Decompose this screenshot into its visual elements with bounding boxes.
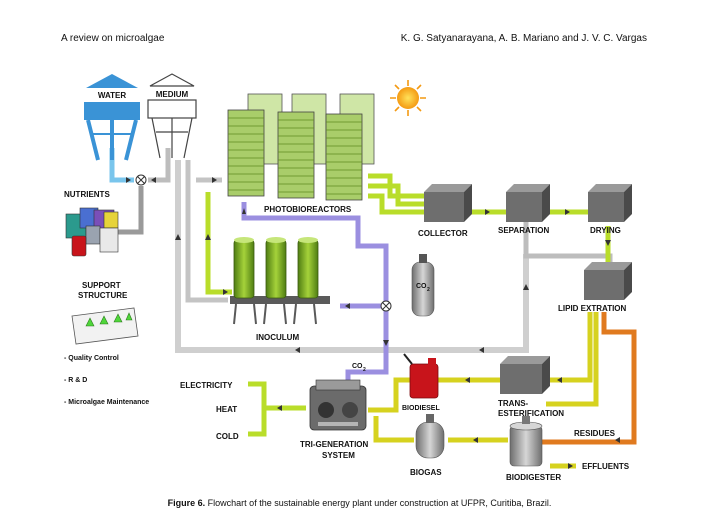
lipid-extraction-unit [584,262,632,300]
mixer-valve-top [135,174,147,186]
co2-tank-subscript: 2 [427,287,430,293]
residues-label: RESIDUES [574,429,616,438]
biogas-cylinder-icon [415,414,445,459]
trigeneration-label-1: TRI-GENERATION [300,440,369,449]
pbr-row-front [227,109,363,201]
maintenance-label: - Microalgae Maintenance [64,399,149,406]
biogas-to-engine-line [373,416,414,443]
trans-label-1: TRANS- [498,399,529,408]
collector-unit [424,184,472,222]
water-label: WATER [98,91,127,100]
co2-tank-label: CO [416,283,427,290]
drying-unit [588,184,632,222]
separation-unit [506,184,550,222]
rnd-label: - R & D [64,377,87,384]
nutrients-label: NUTRIENTS [64,190,110,199]
biodiesel-can-icon [403,353,439,399]
trigeneration-engine-icon [309,379,367,431]
medium-to-pbr-line [185,160,228,303]
co2-line-label: CO [352,363,363,370]
water-tower [84,74,140,161]
inoculum-tubes [230,237,330,325]
running-header-title: A review on microalgae [61,33,165,44]
biogas-label: BIOGAS [410,468,442,477]
medium-label: MEDIUM [156,90,189,99]
lipid-to-trans-line [546,312,593,383]
medium-main-line [175,160,529,353]
support-label-2: STRUCTURE [78,291,128,300]
figure-caption: Figure 6. Flowchart of the sustainable e… [0,498,719,508]
drying-label: DRYING [590,226,621,235]
co2-cylinder [411,254,435,317]
medium-tower [147,73,197,159]
mixer-valve-co2 [380,300,392,312]
co2-to-engine-line [345,306,389,380]
sun-icon [390,80,426,116]
electricity-label: ELECTRICITY [180,381,233,390]
trigeneration-label-2: SYSTEM [322,451,355,460]
figure-caption-text: Flowchart of the sustainable energy plan… [205,498,552,508]
figure-number: Figure 6. [167,498,206,508]
transesterification-unit [500,356,550,394]
mixer-to-nutrients-line [118,186,144,235]
biodigester-icon [509,416,543,467]
trans-label-2: ESTERIFICATION [498,409,564,418]
inoculum-feed-line [205,192,232,295]
biodiesel-label: BIODIESEL [402,405,440,412]
lab-flasks-bench [71,307,139,345]
biodiesel-to-engine-line [368,377,410,413]
collector-label: COLLECTOR [418,229,468,238]
photobioreactor-panels [227,93,375,201]
water-line [109,148,134,183]
co2-line-subscript: 2 [363,367,366,373]
residues-line [542,312,637,445]
pbr-to-collector-line-2 [368,183,424,207]
medium-line [148,148,171,183]
effluents-label: EFFLUENTS [582,462,630,471]
biodigester-label: BIODIGESTER [506,473,561,482]
residues-line-2 [546,312,599,407]
separation-label: SEPARATION [498,226,549,235]
support-label-1: SUPPORT [82,281,121,290]
photobioreactors-label: PHOTOBIOREACTORS [264,205,352,214]
quality-control-label: - Quality Control [64,355,119,362]
nutrients-containers [65,207,119,257]
heat-label: HEAT [216,405,237,414]
running-header-authors: K. G. Satyanarayana, A. B. Mariano and J… [400,33,647,44]
pbr-to-collector-line-3 [368,193,424,215]
cold-label: COLD [216,432,239,441]
flow-arrows [126,177,620,469]
lipid-extraction-label: LIPID EXTRATION [558,304,627,313]
inoculum-label: INOCULUM [256,333,299,342]
electricity-output-line [248,381,306,437]
